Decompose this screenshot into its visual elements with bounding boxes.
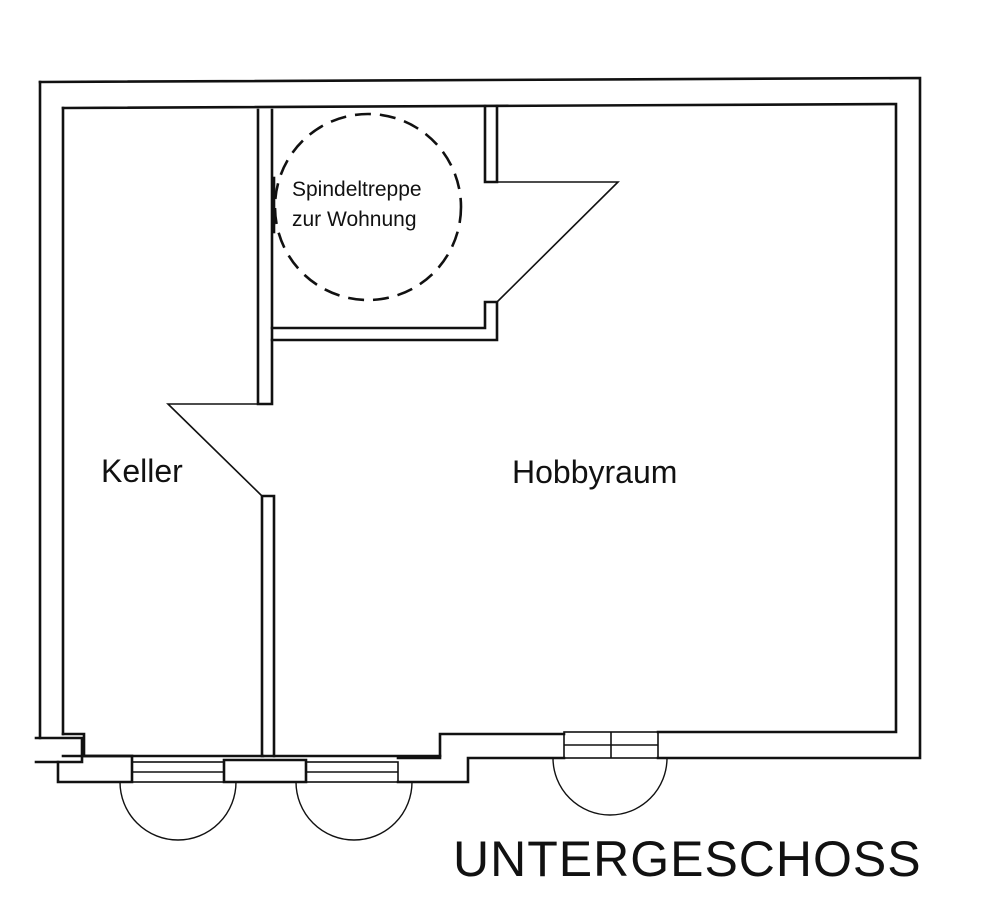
bottom-openings (131, 731, 659, 783)
bottom-wall-pier-2 (396, 732, 566, 760)
spiral-stair-circle (273, 112, 463, 302)
stair-wall-right-upper (483, 104, 499, 184)
stair-enclosure: Spindeltreppe zur Wohnung (270, 104, 620, 342)
stair-label-line2: zur Wohnung (292, 208, 417, 231)
partition-wall (166, 108, 276, 758)
bottom-wall-pier-1 (222, 758, 308, 784)
door-swing-keller (119, 781, 237, 841)
partition-lower (260, 494, 276, 758)
outer-wall-outline (38, 76, 922, 760)
bottom-wall-steps (34, 732, 566, 784)
door-swing-hobby-right (552, 757, 668, 816)
door-leaf-partition (166, 403, 263, 497)
door-swings (119, 757, 668, 841)
partition-upper (256, 108, 274, 406)
door-swing-hobby-left (295, 781, 413, 841)
room-label-keller: Keller (101, 453, 183, 489)
stair-wall-bottom (270, 300, 499, 342)
door-leaf-stair (496, 181, 620, 303)
plan-title: UNTERGESCHOSS (453, 831, 922, 887)
bottom-outer-left (34, 736, 84, 764)
bottom-wall-pier-2-outer (396, 756, 566, 784)
outer-walls (38, 76, 922, 760)
bottom-outer-step (56, 732, 134, 784)
room-label-hobbyraum: Hobbyraum (512, 454, 677, 490)
inner-wall-outline (61, 102, 898, 734)
stair-label-line1: Spindeltreppe (292, 178, 422, 201)
